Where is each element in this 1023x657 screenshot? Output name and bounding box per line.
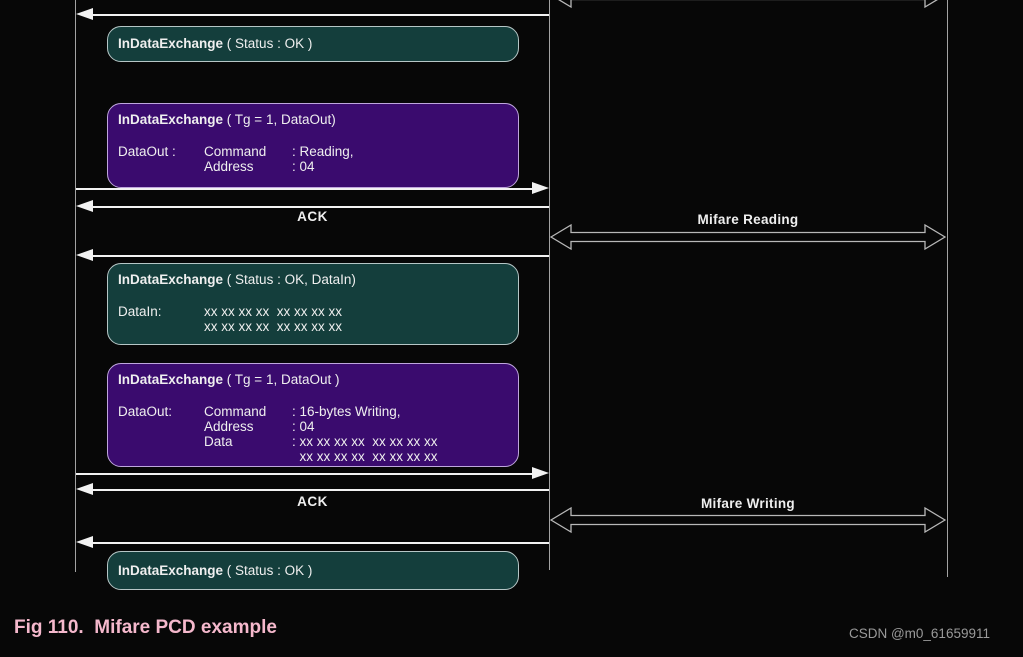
message-title: InDataExchange ( Status : OK, DataIn)	[118, 272, 356, 287]
watermark: CSDN @m0_61659911	[848, 626, 990, 641]
lifeline-middle	[549, 0, 550, 570]
message-title: InDataExchange ( Status : OK )	[118, 562, 313, 578]
hollow-double-arrow-top-cutoff	[550, 0, 946, 9]
message-box-writing-command: InDataExchange ( Tg = 1, DataOut ) DataO…	[107, 363, 519, 467]
lifeline-left	[75, 0, 76, 572]
hollow-double-arrow-writing	[550, 506, 946, 534]
message-title: InDataExchange ( Tg = 1, DataOut )	[118, 372, 340, 387]
message-title: InDataExchange ( Status : OK )	[118, 36, 313, 51]
message-row: xx xx xx xx xx xx xx xx	[292, 449, 438, 464]
message-box-reading-command: InDataExchange ( Tg = 1, DataOut) DataOu…	[107, 103, 519, 188]
message-row: xx xx xx xx xx xx xx xx	[204, 319, 343, 334]
message-box-status-ok-1: InDataExchange ( Status : OK )	[107, 26, 519, 62]
message-title: InDataExchange ( Tg = 1, DataOut)	[118, 112, 336, 127]
message-row: Data: xx xx xx xx xx xx xx xx	[204, 434, 438, 449]
message-box-status-ok-2: InDataExchange ( Status : OK )	[107, 551, 519, 590]
message-row: DataOut :Command: Reading,	[118, 144, 354, 159]
mifare-writing-label: Mifare Writing	[701, 496, 795, 511]
message-row: Address: 04	[204, 419, 315, 434]
ack-label-2: ACK	[297, 494, 328, 509]
message-body: DataOut:Command: 16-bytes Writing, Addre…	[118, 404, 508, 464]
message-row: DataIn:xx xx xx xx xx xx xx xx	[118, 304, 343, 319]
ack-label-1: ACK	[297, 209, 328, 224]
hollow-double-arrow-reading	[550, 223, 946, 251]
message-body: DataIn:xx xx xx xx xx xx xx xx xx xx xx …	[118, 304, 508, 334]
message-row: DataOut:Command: 16-bytes Writing,	[118, 404, 401, 419]
figure-caption: Fig 110. Mifare PCD example	[14, 617, 277, 638]
message-body: DataOut :Command: Reading, Address: 04	[118, 144, 508, 174]
mifare-reading-label: Mifare Reading	[697, 212, 799, 227]
lifeline-right	[947, 0, 948, 577]
message-box-read-result: InDataExchange ( Status : OK, DataIn) Da…	[107, 263, 519, 345]
message-row: Address: 04	[204, 159, 315, 174]
